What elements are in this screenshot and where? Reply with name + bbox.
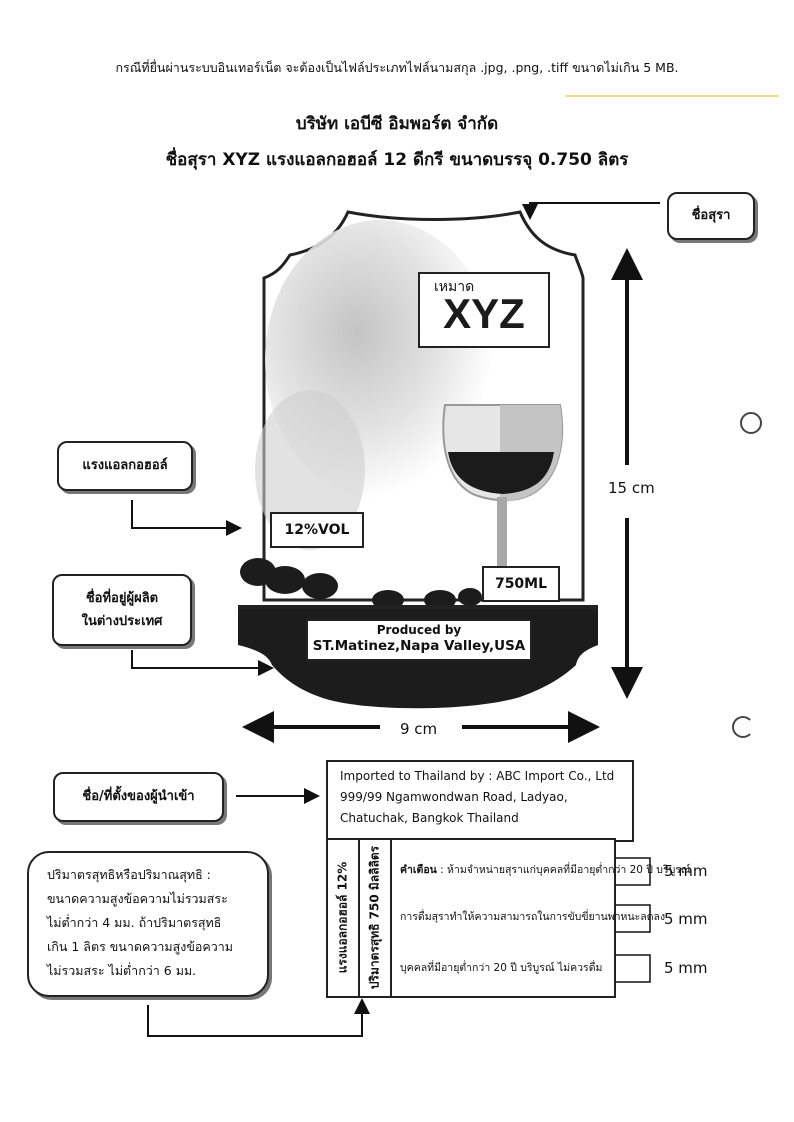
importer-line3: Chatuchak, Bangkok Thailand (340, 811, 519, 825)
callout-importer: ชื่อ/ที่ตั้งของผู้นำเข้า (53, 772, 224, 822)
warning-text-2: การดื่มสุราทำให้ความสามารถในการขับขี่ยาน… (400, 911, 666, 923)
net-volume-line4: เกิน 1 ลิตร ขนาดความสูงข้อความ (47, 939, 234, 954)
callout-producer-line2: ในต่างประเทศ (81, 614, 163, 629)
alcohol-vertical-text: แรงแอลกอฮอล์ 12% (335, 861, 350, 974)
wine-glass-wine (448, 452, 554, 494)
alcohol-label: 12%VOL (270, 512, 364, 548)
brand-logo: XYZ (443, 290, 525, 337)
product-subtitle: ชื่อสุรา XYZ แรงแอลกอฮอล์ 12 ดีกรี ขนาดบ… (165, 150, 629, 170)
punch-hole-bottom (732, 716, 754, 738)
side-label-box: แรงแอลกอฮอล์ 12% ปริมาตรสุทธิ 750 มิลลิล… (326, 838, 691, 998)
punch-hole-top (740, 412, 762, 434)
producer-box: Produced by ST.Matinez,Napa Valley,USA (306, 619, 532, 661)
callout-producer-line1: ชื่อที่อยู่ผู้ผลิต (85, 591, 159, 606)
producer-text: ST.Matinez,Napa Valley,USA (312, 638, 526, 654)
warning-height-2: 5 mm (664, 910, 708, 928)
width-dimension: 9 cm (400, 720, 438, 738)
warning-text-3: บุคคลที่มีอายุต่ำกว่า 20 ปี บริบูรณ์ ไม่… (400, 962, 603, 974)
callout-alcohol: แรงแอลกอฮอล์ (57, 441, 193, 491)
importer-line2: 999/99 Ngamwondwan Road, Ladyao, (340, 790, 568, 804)
net-volume-note: ปริมาตรสุทธิหรือปริมาณสุทธิ : ขนาดความสู… (27, 851, 269, 997)
warning-height-1: 5 mm (664, 862, 708, 880)
height-dimension: 15 cm (608, 479, 655, 497)
net-volume-line2: ขนาดความสูงข้อความไม่รวมสระ (47, 891, 228, 906)
header-divider (565, 95, 779, 97)
bracket-warning-3 (614, 954, 651, 983)
importer-box: Imported to Thailand by : ABC Import Co.… (326, 760, 634, 842)
brand-box: เหมาด XYZ (418, 272, 550, 348)
file-type-note: กรณีที่ยื่นผ่านระบบอินเทอร์เน็ต จะต้องเป… (115, 60, 679, 75)
warning-line-1: คำเตือน : ห้ามจำหน่ายสุราแก่บุคคลที่มีอา… (400, 864, 691, 876)
bracket-warning-2 (614, 904, 651, 933)
wine-glass-stem (497, 497, 507, 567)
warning-text-1: ห้ามจำหน่ายสุราแก่บุคคลที่มีอายุต่ำกว่า … (447, 864, 691, 876)
arrow-alcohol (131, 500, 242, 536)
arrow-net-volume (147, 998, 370, 1037)
arrow-producer (131, 650, 274, 676)
net-volume-line3: ไม่ต่ำกว่า 4 มม. ถ้าปริมาตรสุทธิ (47, 915, 222, 930)
arrow-brand (522, 202, 660, 220)
warning-height-3: 5 mm (664, 959, 708, 977)
produced-by-text: Produced by (376, 623, 462, 637)
importer-line1: Imported to Thailand by : ABC Import Co.… (340, 769, 615, 783)
handwritten-note: เหมาด (434, 279, 475, 295)
callout-brand: ชื่อสุรา (667, 192, 755, 240)
net-volume-line1: ปริมาตรสุทธิหรือปริมาณสุทธิ : (47, 867, 211, 882)
company-name: บริษัท เอบีซี อิมพอร์ต จำกัด (295, 114, 499, 134)
volume-label: 750ML (482, 566, 560, 602)
bracket-warning-1 (614, 857, 651, 886)
callout-producer: ชื่อที่อยู่ผู้ผลิต ในต่างประเทศ (52, 574, 192, 646)
volume-vertical-text: ปริมาตรสุทธิ 750 มิลลิลิตร (367, 845, 382, 990)
net-volume-line5: ไม่รวมสระ ไม่ต่ำกว่า 6 มม. (47, 963, 197, 978)
warning-title: คำเตือน (400, 864, 437, 876)
